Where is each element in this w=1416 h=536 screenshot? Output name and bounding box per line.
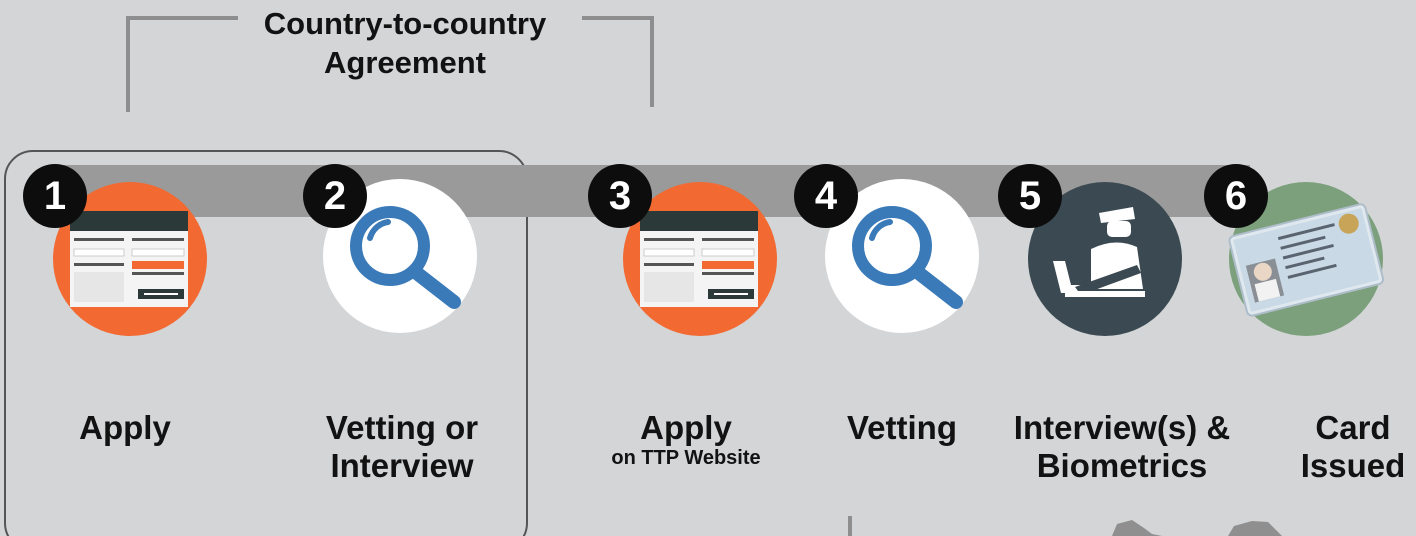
bottom-map-shape	[1112, 520, 1162, 536]
bottom-connector-line	[848, 516, 852, 536]
application-form-icon	[623, 182, 777, 336]
step-1-badge: 1	[23, 164, 87, 228]
magnifying-glass-icon	[825, 179, 979, 333]
step-6-badge: 6	[1204, 164, 1268, 228]
step-5-badge: 5	[998, 164, 1062, 228]
step-5-label: Interview(s) & Biometrics	[1013, 409, 1231, 484]
bottom-map-shape-2	[1228, 521, 1282, 536]
agreement-bracket	[126, 16, 654, 112]
application-form-icon	[53, 182, 207, 336]
officer-interview-icon	[1028, 182, 1182, 336]
magnifying-glass-icon	[323, 179, 477, 333]
agreement-group-box	[4, 150, 528, 536]
step-3-label: Apply on TTP Website	[556, 409, 816, 469]
step-4-badge: 4	[794, 164, 858, 228]
step-6-label: Card Issued	[1300, 409, 1406, 484]
step-3-label-main: Apply	[640, 409, 732, 446]
agreement-title: Country-to-country Agreement	[263, 6, 547, 80]
step-1-label: Apply	[79, 409, 171, 446]
step-2-badge: 2	[303, 164, 367, 228]
step-3-badge: 3	[588, 164, 652, 228]
step-4-label: Vetting	[846, 409, 957, 446]
step-2-label: Vetting or Interview	[325, 409, 479, 484]
step-3-sublabel: on TTP Website	[611, 447, 761, 469]
id-card-icon	[1228, 182, 1385, 336]
